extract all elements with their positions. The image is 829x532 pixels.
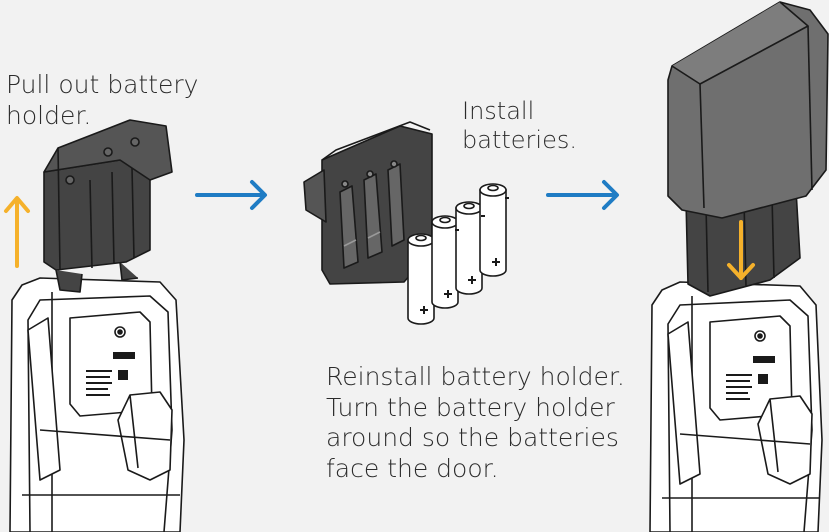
label-print-left bbox=[86, 352, 135, 396]
pull-up-arrow-icon bbox=[4, 196, 30, 268]
step-2-caption: Install batteries. bbox=[462, 97, 577, 156]
step-3-caption: Reinstall battery holder. Turn the batte… bbox=[326, 362, 625, 484]
insert-down-arrow-icon bbox=[727, 220, 755, 280]
step-3-line-2: Turn the battery holder bbox=[326, 392, 615, 422]
step-3-line-4: face the door. bbox=[326, 453, 499, 483]
step-3-line-3: around so the batteries bbox=[326, 423, 619, 452]
step-arrow-icon bbox=[546, 180, 619, 210]
battery-holder-left bbox=[43, 119, 173, 293]
battery-cover bbox=[667, 1, 829, 219]
step-2-line-1: Install bbox=[462, 97, 535, 125]
battery-holder-middle bbox=[303, 121, 433, 285]
step-1-caption: Pull out battery holder. bbox=[6, 70, 198, 131]
label-print-right bbox=[726, 356, 775, 400]
battery-polarity-marks bbox=[420, 197, 509, 314]
step-1-line-1: Pull out battery bbox=[6, 70, 199, 99]
step-2-line-2: batteries. bbox=[462, 126, 577, 155]
step-3-line-1: Reinstall battery holder. bbox=[326, 362, 625, 391]
lock-body-right bbox=[649, 281, 823, 532]
step-arrow-icon bbox=[195, 180, 267, 210]
battery-icon bbox=[407, 183, 507, 325]
lock-body-left bbox=[9, 277, 185, 532]
step-1-line-2: holder. bbox=[6, 100, 92, 130]
